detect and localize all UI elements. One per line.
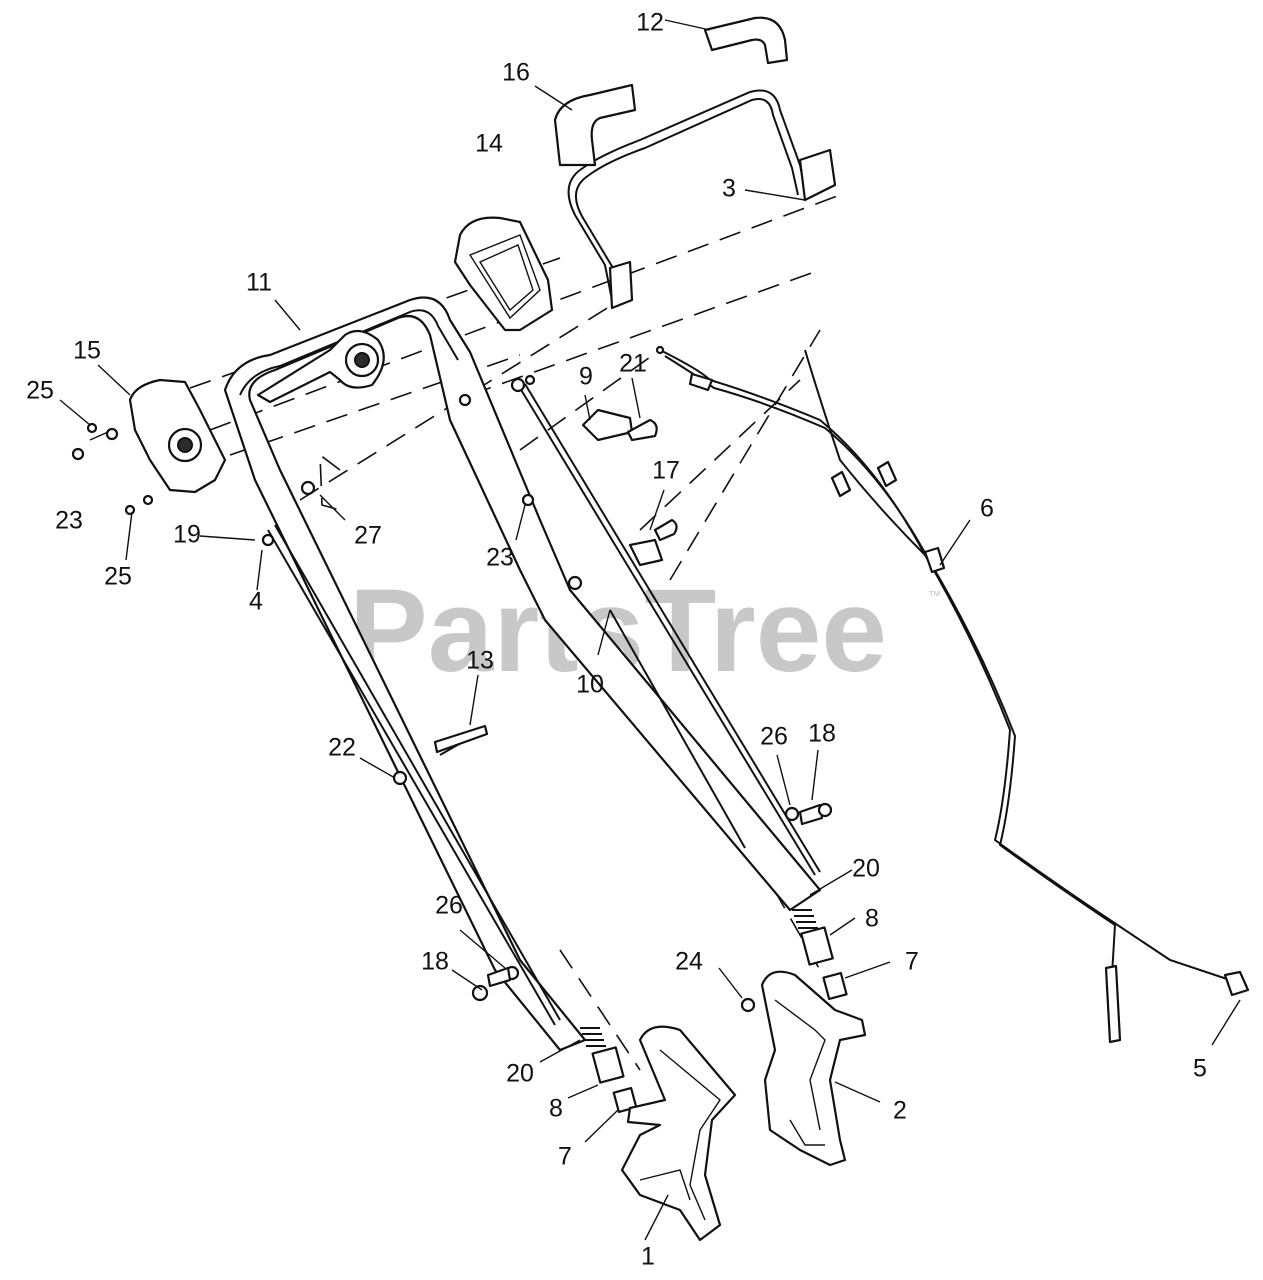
callout-25b: 25 <box>104 563 132 591</box>
callout-17: 17 <box>652 457 680 485</box>
callout-2: 2 <box>893 1097 907 1125</box>
callout-7b: 7 <box>558 1143 572 1171</box>
bracket-17 <box>628 538 664 567</box>
callout-5: 5 <box>1193 1055 1207 1083</box>
callout-9: 9 <box>579 363 593 391</box>
callout-26a: 26 <box>760 723 788 751</box>
callout-3: 3 <box>722 175 736 203</box>
callout-11: 11 <box>246 269 272 297</box>
bracket-2 <box>760 970 867 1167</box>
callout-1: 1 <box>641 1243 655 1271</box>
callout-7a: 7 <box>905 948 919 976</box>
lever-11 <box>256 329 385 404</box>
bracket-1 <box>620 1025 737 1242</box>
callout-18b: 18 <box>421 948 449 976</box>
fasteners <box>71 345 833 1013</box>
callout-14: 14 <box>475 130 503 158</box>
callout-23a: 23 <box>55 507 83 535</box>
bracket-9 <box>581 408 634 442</box>
callout-24: 24 <box>675 948 703 976</box>
callout-8b: 8 <box>549 1095 563 1123</box>
callout-25a: 25 <box>26 377 54 405</box>
pin-13 <box>433 724 489 754</box>
grip-16 <box>553 83 637 167</box>
leader-lines <box>59 19 1241 1241</box>
callout-16: 16 <box>502 59 530 87</box>
callout-20b: 20 <box>506 1060 534 1088</box>
cover-14 <box>453 216 554 332</box>
grip-12 <box>703 16 789 65</box>
bolt-21 <box>626 418 658 442</box>
callout-6: 6 <box>980 495 994 523</box>
cable-6 <box>659 349 1250 1044</box>
callout-26b: 26 <box>435 892 463 920</box>
callout-21: 21 <box>619 350 647 378</box>
callout-18a: 18 <box>808 720 836 748</box>
callout-20a: 20 <box>852 855 880 883</box>
watermark-trademark: ™ <box>928 588 941 603</box>
lower-fittings <box>580 909 848 1114</box>
lower-handle <box>223 296 822 1052</box>
callout-19: 19 <box>173 521 201 549</box>
callout-10: 10 <box>576 671 604 699</box>
callout-22: 22 <box>328 734 356 762</box>
callout-12: 12 <box>636 9 664 37</box>
watermark: PartsTree ™ <box>349 565 941 697</box>
control-box-15 <box>128 378 227 494</box>
callout-numbers: 1 2 3 4 5 6 7 7 8 8 9 10 11 12 13 14 15 … <box>26 9 1207 1271</box>
upper-bail <box>567 89 837 310</box>
bolt-17 <box>653 518 678 542</box>
callout-4: 4 <box>249 588 263 616</box>
callout-27: 27 <box>354 522 382 550</box>
callout-23b: 23 <box>486 544 514 572</box>
control-rods <box>267 383 821 1026</box>
callout-8a: 8 <box>865 905 879 933</box>
callout-15: 15 <box>73 337 101 365</box>
callout-13: 13 <box>466 647 494 675</box>
